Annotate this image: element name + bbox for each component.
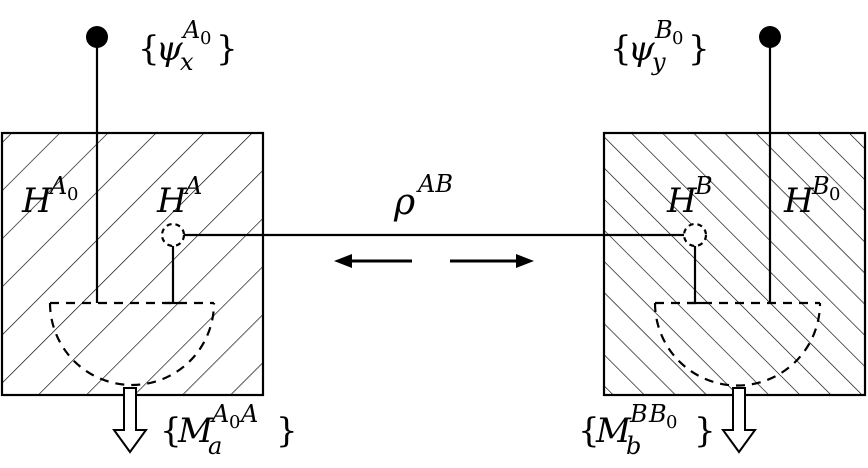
- left-input-set-label: { ψ x A 0 }: [138, 16, 238, 76]
- svg-text:{: {: [610, 29, 632, 69]
- svg-text:M: M: [595, 411, 632, 451]
- svg-text:}: }: [688, 29, 710, 69]
- shared-state-label: ρ AB: [393, 170, 453, 223]
- svg-text:B: B: [654, 16, 673, 44]
- svg-text:B: B: [811, 172, 830, 200]
- svg-text:AB: AB: [416, 170, 453, 198]
- left-measurement-label: { M a A 0 A }: [160, 400, 298, 460]
- right-subsystem-node: [682, 222, 708, 305]
- left-arrow: [334, 254, 412, 268]
- right-measurement-label: { M b B B 0 }: [578, 400, 716, 460]
- left-measurement-device: [48, 301, 216, 387]
- left-inner-hilbert-label: H A: [156, 172, 202, 221]
- left-output-arrow: [112, 387, 148, 454]
- svg-text:0: 0: [666, 412, 677, 433]
- svg-text:{: {: [160, 411, 182, 451]
- svg-text:B: B: [694, 172, 713, 200]
- svg-text:y: y: [651, 48, 666, 76]
- svg-text:0: 0: [67, 184, 78, 205]
- svg-text:ψ: ψ: [156, 29, 183, 69]
- svg-text:H: H: [21, 181, 53, 221]
- right-measurement-device: [653, 301, 822, 387]
- svg-text:{: {: [138, 29, 160, 69]
- svg-text:}: }: [276, 411, 298, 451]
- right-output-arrow: [721, 387, 757, 454]
- right-inner-hilbert-label: H B: [666, 172, 713, 221]
- svg-text:b: b: [626, 432, 641, 460]
- svg-text:A: A: [210, 400, 229, 428]
- svg-text:}: }: [216, 29, 238, 69]
- right-arrow: [450, 254, 534, 268]
- svg-text:B: B: [629, 400, 648, 428]
- svg-text:x: x: [180, 48, 194, 76]
- right-outer-hilbert-label: H B 0: [783, 172, 840, 221]
- svg-text:}: }: [694, 411, 716, 451]
- svg-text:0: 0: [829, 184, 840, 205]
- svg-text:A: A: [181, 16, 200, 44]
- svg-text:a: a: [208, 432, 222, 460]
- svg-text:0: 0: [229, 412, 240, 433]
- svg-text:M: M: [177, 411, 214, 451]
- svg-text:A: A: [48, 172, 67, 200]
- right-input-set-label: { ψ y B 0 }: [610, 16, 710, 76]
- left-outer-hilbert-label: H A 0: [21, 172, 78, 221]
- svg-text:A: A: [183, 172, 202, 200]
- svg-text:H: H: [666, 181, 698, 221]
- svg-text:0: 0: [672, 28, 683, 49]
- svg-text:0: 0: [200, 28, 211, 49]
- svg-text:H: H: [783, 181, 815, 221]
- svg-text:H: H: [156, 181, 188, 221]
- right-lab-box: [602, 131, 867, 397]
- left-lab-box: [0, 131, 265, 397]
- svg-text:ρ: ρ: [393, 182, 415, 223]
- svg-text:B: B: [648, 400, 667, 428]
- svg-text:A: A: [239, 400, 258, 428]
- svg-text:{: {: [578, 411, 600, 451]
- svg-text:ψ: ψ: [628, 29, 655, 69]
